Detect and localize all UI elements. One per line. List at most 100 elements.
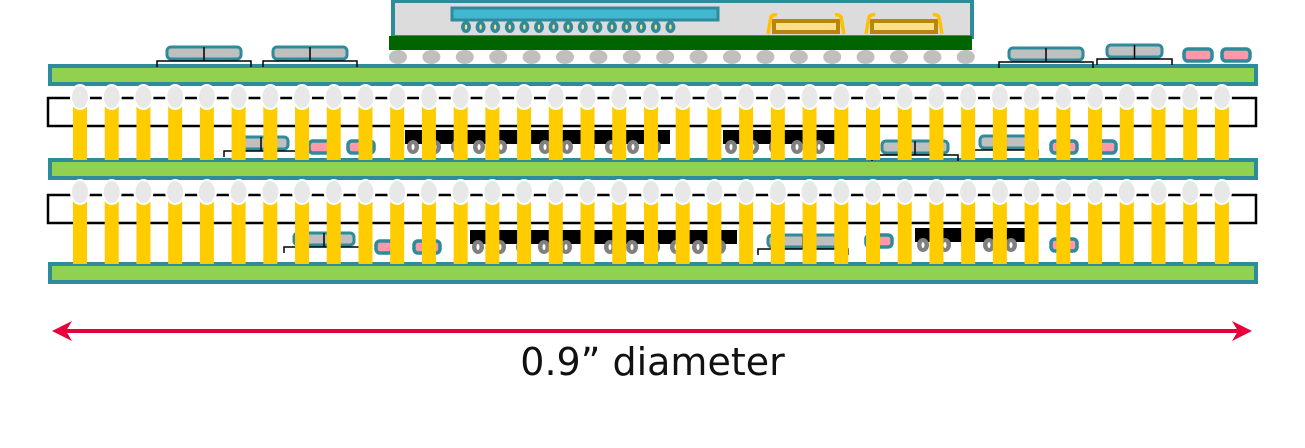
- pin-head: [1085, 179, 1106, 205]
- pin: [834, 94, 849, 160]
- solder-ball: [890, 50, 908, 64]
- connector-pin-center: [625, 24, 628, 30]
- pin: [612, 190, 627, 264]
- pin: [643, 94, 658, 160]
- pin: [168, 190, 183, 264]
- crystal: [870, 19, 938, 34]
- pin: [739, 190, 754, 264]
- pin: [1088, 190, 1103, 264]
- solder-ball: [789, 50, 808, 64]
- solder-ball-center: [609, 144, 613, 150]
- pin: [770, 190, 785, 264]
- pin: [643, 190, 658, 264]
- pcb-board: [48, 64, 1258, 86]
- solder-ball-center: [1009, 242, 1013, 248]
- pin: [961, 190, 976, 264]
- connector-pin-center: [494, 24, 497, 30]
- solder-ball: [622, 50, 641, 64]
- pin: [295, 94, 310, 160]
- solder-ball-center: [608, 244, 612, 250]
- pin-head: [514, 84, 535, 110]
- solder-ball-center: [565, 144, 569, 150]
- pin: [485, 190, 500, 264]
- pin-head: [133, 179, 154, 205]
- solder-ball: [389, 50, 407, 64]
- connector-pin-center: [654, 24, 657, 30]
- pin-head: [1211, 84, 1232, 110]
- pin-head: [736, 84, 757, 110]
- pin: [1024, 94, 1039, 160]
- pin-head: [355, 179, 376, 205]
- pin: [358, 190, 373, 264]
- connector-pin-center: [581, 24, 584, 30]
- pin-head: [292, 84, 313, 110]
- pin: [73, 94, 87, 160]
- pin: [548, 190, 563, 264]
- pin: [517, 94, 532, 160]
- pin: [390, 94, 405, 160]
- pin: [675, 190, 690, 264]
- pin-head: [926, 84, 947, 110]
- pin: [1119, 190, 1134, 264]
- solder-ball-center: [921, 242, 925, 248]
- pin: [1183, 94, 1198, 160]
- solder-ball-center: [817, 144, 821, 150]
- pin-head: [799, 84, 820, 110]
- pin-head: [545, 179, 566, 205]
- pin-head: [609, 179, 630, 205]
- pin-head: [228, 84, 249, 110]
- pin: [421, 190, 436, 264]
- pin: [897, 94, 912, 160]
- pin-head: [450, 179, 471, 205]
- crystal-leads: [766, 13, 846, 35]
- pin: [231, 94, 246, 160]
- pin-head: [863, 84, 883, 110]
- pin: [929, 94, 944, 160]
- connector-pin-center: [552, 24, 555, 30]
- pin: [485, 94, 500, 160]
- pin: [199, 94, 214, 160]
- pin-head: [831, 84, 852, 110]
- connector-pin-center: [464, 24, 468, 30]
- pin: [866, 190, 880, 264]
- solder-ball: [823, 50, 842, 64]
- pin-head: [736, 179, 757, 205]
- pin: [73, 190, 87, 264]
- pin: [1024, 190, 1039, 264]
- component-bracket: [1096, 45, 1173, 65]
- pin-head: [1180, 84, 1201, 110]
- pin: [1119, 94, 1134, 160]
- pin-head: [260, 179, 281, 205]
- pin: [707, 94, 722, 160]
- solder-ball: [556, 50, 574, 64]
- pin-head: [387, 179, 408, 205]
- solder-ball: [689, 50, 708, 64]
- pin-head: [577, 84, 598, 110]
- pin: [1056, 190, 1071, 264]
- pin: [961, 94, 976, 160]
- pin-head: [196, 179, 217, 205]
- pin-head: [767, 179, 788, 205]
- module-board: [389, 36, 972, 50]
- pin: [199, 190, 214, 264]
- solder-ball-center: [696, 244, 700, 250]
- pin: [834, 190, 849, 264]
- pin-head: [577, 179, 598, 205]
- pin: [104, 94, 119, 160]
- pin-head: [514, 179, 535, 205]
- diameter-label: 0.9” diameter: [520, 340, 785, 384]
- solder-ball: [422, 50, 441, 64]
- pin: [897, 190, 912, 264]
- pin-head: [292, 179, 313, 205]
- pin-head: [958, 179, 979, 205]
- pin: [612, 94, 627, 160]
- solder-ball-center: [729, 144, 733, 150]
- pin-head: [609, 84, 630, 110]
- solder-ball-center: [564, 244, 568, 250]
- pin-head: [165, 84, 186, 110]
- solder-ball: [923, 50, 942, 64]
- solder-ball: [856, 50, 875, 64]
- pin: [675, 94, 690, 160]
- pin-head: [1085, 84, 1106, 110]
- pin-head: [1211, 179, 1232, 205]
